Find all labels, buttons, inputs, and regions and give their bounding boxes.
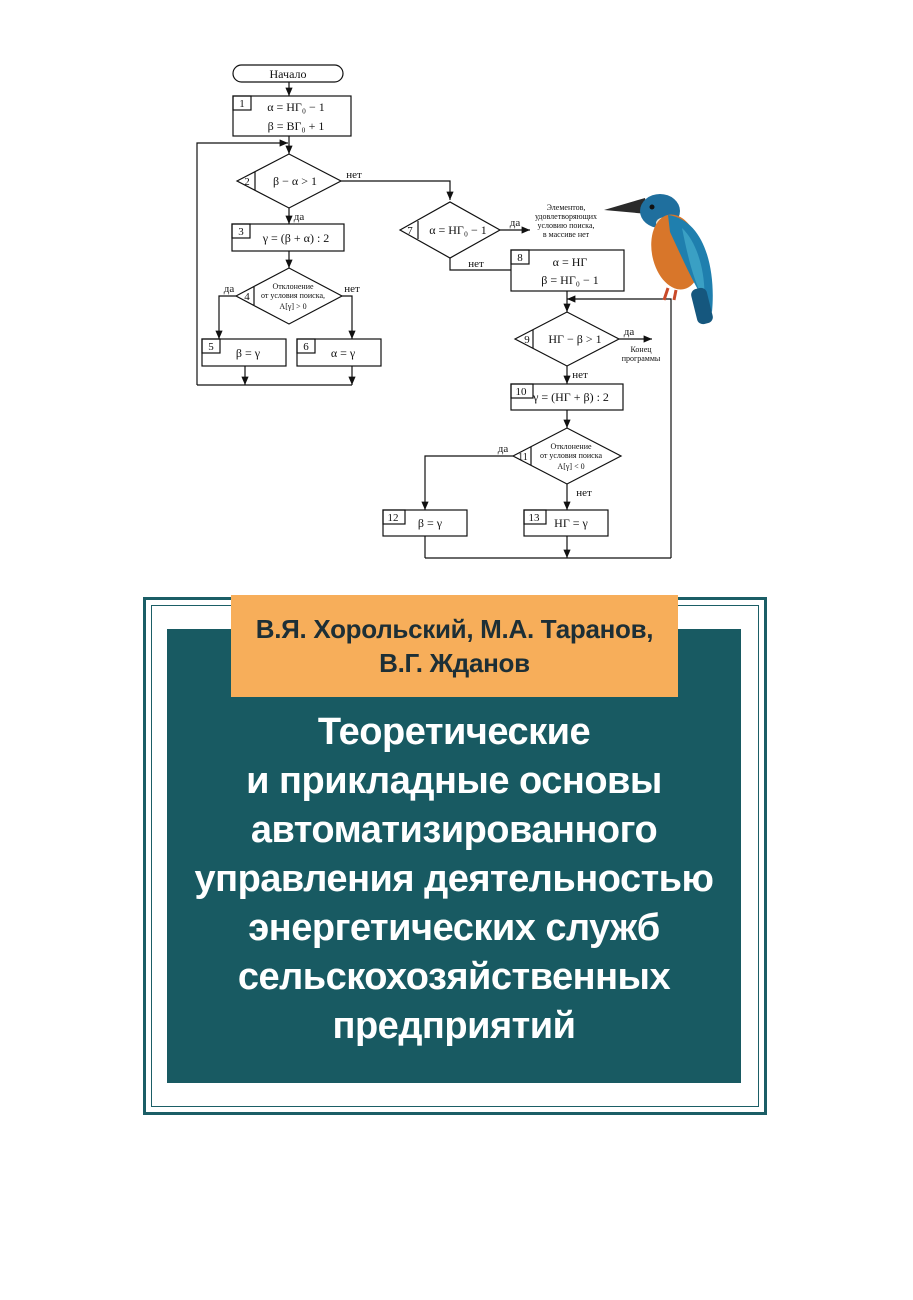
book-title: Теоретические и прикладные основы автома… [167, 708, 741, 1051]
flowchart-label-43: да [498, 443, 509, 455]
authors-banner: В.Я. Хорольский, М.А. Таранов, В.Г. Ждан… [231, 595, 678, 697]
authors-line-1: В.Я. Хорольский, М.А. Таранов, [255, 614, 654, 644]
block-8 [510, 249, 625, 292]
flowchart-label-11: от условия поиска, [261, 291, 325, 300]
title-line-5: энергетических служб [248, 907, 660, 949]
flowchart-label-17: β = γ [236, 346, 261, 360]
flowchart-label-3: β = ВГ₀ + 1 [268, 119, 325, 133]
flowchart-label-47: 13 [529, 512, 541, 524]
flowchart-label-9: γ = (β + α) : 2 [262, 231, 330, 245]
flowchart-label-34: Конец [630, 345, 652, 354]
title-line-6: сельскохозяйственных [237, 956, 671, 998]
flowchart-label-18: 6 [303, 341, 309, 353]
flowchart-label-35: программы [622, 354, 661, 363]
flowchart-label-8: 3 [238, 226, 244, 238]
title-line-2: и прикладные основы [246, 760, 662, 802]
title-line-3: автоматизированного [250, 809, 658, 851]
flowchart-illustration: Начало 1 α = НГ₀ − 1 β = ВГ₀ + 1 2 β − α… [196, 64, 713, 559]
flowchart-label-36: нет [572, 369, 588, 381]
block-3 [231, 223, 345, 252]
title-line-7: предприятий [332, 1005, 576, 1047]
flowchart-label-7: да [294, 211, 305, 223]
flowchart-label-4: 2 [244, 176, 250, 188]
flowchart-label-12: A[γ] > 0 [279, 302, 306, 311]
flowchart-label-13: 4 [244, 291, 250, 303]
flowchart-label-33: да [624, 326, 635, 338]
flowchart-label-21: α = НГ₀ − 1 [429, 223, 487, 237]
flowchart-label-15: нет [344, 283, 360, 295]
flowchart-label-26: условию поиска, [537, 221, 594, 230]
flowchart-label-28: 8 [517, 252, 523, 264]
flowchart-label-19: α = γ [331, 346, 356, 360]
flowchart-label-37: 10 [516, 386, 528, 398]
flowchart-label-22: да [510, 217, 521, 229]
flowchart-label-6: нет [346, 169, 362, 181]
flowchart-label-41: A[γ] < 0 [557, 462, 584, 471]
block-1 [232, 95, 352, 137]
flowchart-label-10: Отклонение [272, 282, 314, 291]
flowchart-label-30: β = НГ₀ − 1 [541, 273, 598, 287]
flowchart-label-25: удовлетворяющих [535, 212, 597, 221]
title-line-1: Теоретические [317, 711, 591, 753]
title-panel [167, 629, 741, 1083]
flowchart-label-42: 11 [518, 452, 528, 463]
flowchart-label-40: от условия поиска [540, 451, 603, 460]
start-terminator [232, 64, 344, 83]
flowchart-label-2: α = НГ₀ − 1 [267, 100, 325, 114]
flowchart-label-45: 12 [388, 512, 399, 524]
flowchart-label-38: γ = (НГ + β) : 2 [532, 390, 609, 404]
title-line-4: управления деятельностью [194, 858, 715, 900]
flowchart-label-46: β = γ [418, 516, 443, 530]
decision-11 [511, 427, 623, 485]
flowchart-label-27: в массиве нет [543, 230, 590, 239]
flowchart-label-39: Отклонение [550, 442, 592, 451]
flowchart-label-31: 9 [524, 334, 530, 346]
flowchart-label-44: нет [576, 487, 592, 499]
flowchart-label-16: 5 [208, 341, 214, 353]
start-label: Начало [270, 67, 307, 81]
kingfisher-bird-icon [604, 194, 713, 325]
flowchart-label-23: нет [468, 258, 484, 270]
flowchart-label-48: НГ = γ [554, 516, 588, 530]
flowchart-label-5: β − α > 1 [273, 174, 317, 188]
authors-line-2: В.Г. Жданов [379, 648, 530, 678]
flowchart-label-1: 1 [239, 98, 245, 110]
flowchart-label-20: 7 [407, 225, 413, 237]
flowchart-label-29: α = НГ [553, 255, 588, 269]
flowchart-label-32: НГ − β > 1 [548, 332, 601, 346]
flowchart-label-24: Элементов, [547, 203, 586, 212]
flowchart-label-14: да [224, 283, 235, 295]
